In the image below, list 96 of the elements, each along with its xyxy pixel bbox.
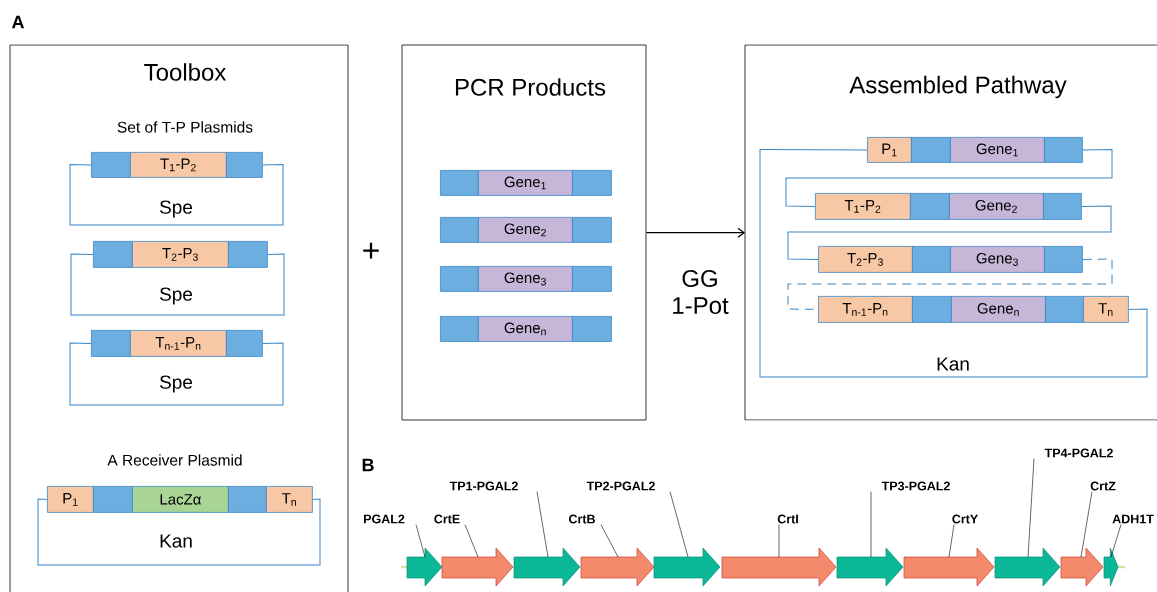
dna-segment [440, 170, 479, 196]
dna-segment [228, 241, 268, 268]
dna-segment: T$_{2}$-P$_{3}$ [132, 241, 229, 268]
dna-segment: Gene$_{n}$ [478, 316, 573, 342]
gene-label: TP1-PGAL2 [449, 481, 518, 491]
dna-segment [911, 137, 951, 163]
leader-line [948, 524, 955, 558]
dna-segment [572, 316, 612, 342]
dna-segment [91, 152, 131, 178]
edge-label: Spe [158, 374, 194, 394]
plasmid-backbone [70, 253, 285, 316]
edge-label: GG 1-Pot [668, 269, 732, 315]
gene-label: TP3-PGAL2 [881, 481, 950, 491]
gene-feature [994, 547, 1061, 587]
gene-feature [903, 547, 995, 587]
dna-segment: Gene$_{3}$ [950, 246, 1045, 273]
leader-line [1110, 524, 1122, 558]
dna-segment [93, 241, 133, 268]
dna-segment: Gene$_{2}$ [478, 217, 573, 243]
gene-feature [441, 547, 514, 587]
dna-segment: Gene$_{2}$ [949, 193, 1044, 220]
panel-letter: B [362, 458, 374, 472]
plasmid-backbone [785, 149, 1113, 207]
dna-segment [93, 486, 133, 513]
gene-label: CrtI [777, 514, 798, 524]
gene-feature [406, 547, 443, 587]
dna-segment: T$_{1}$-P$_{2}$ [130, 152, 227, 178]
dna-segment: T$_{n-1}$-P$_{n}$ [818, 296, 913, 323]
arrow [645, 227, 745, 238]
gene-label: CrtE [434, 514, 460, 524]
panel-letter: A [11, 15, 25, 29]
dna-segment [440, 266, 479, 292]
dna-segment [1044, 137, 1083, 163]
gene-feature [653, 547, 721, 587]
plasmid-backbone [69, 164, 284, 226]
plus-sign: + [363, 242, 379, 259]
dna-segment [1043, 193, 1082, 220]
gene-feature [1103, 547, 1119, 587]
gene-label: ADH1T [1112, 514, 1154, 524]
section-heading: A Receiver Plasmid [107, 454, 242, 466]
dna-segment [226, 330, 263, 357]
plasmid-backbone [37, 498, 321, 566]
gene-label: CrtY [952, 514, 978, 524]
dna-segment [912, 296, 952, 323]
gene-feature [836, 547, 904, 587]
gene-label: TP4-PGAL2 [1044, 448, 1113, 458]
dna-segment: T$_{n-1}$-P$_{n}$ [130, 330, 227, 357]
dna-segment [1045, 296, 1084, 323]
dna-segment [440, 316, 479, 342]
leader-line [415, 524, 426, 558]
dna-segment [572, 266, 612, 292]
dna-segment: P$_{1}$ [867, 137, 912, 163]
dna-segment: Gene$_{n}$ [951, 296, 1046, 323]
dna-segment: T$_{n}$ [1083, 296, 1129, 323]
leader-line [778, 524, 780, 558]
gene-label: CrtB [569, 514, 595, 524]
dna-segment: Gene$_{1}$ [478, 170, 573, 196]
gene-label: TP2-PGAL2 [586, 481, 655, 491]
edge-label: Kan [935, 356, 971, 372]
edge-label: Kan [158, 533, 194, 549]
leader-line [1027, 458, 1035, 558]
gene-label: CrtZ [1090, 481, 1116, 491]
plasmid-backbone [759, 149, 1148, 378]
dna-segment [912, 246, 951, 273]
dna-segment: Gene$_{1}$ [950, 137, 1045, 163]
dna-segment: T$_{n}$ [266, 486, 313, 513]
dna-segment: T$_{1}$-P$_{2}$ [815, 193, 911, 220]
leader-line [600, 524, 619, 558]
dna-segment [910, 193, 950, 220]
dna-segment: LacZα [132, 486, 229, 513]
dna-segment [91, 330, 131, 357]
leader-line [669, 491, 689, 558]
plasmid-backbone [69, 342, 284, 406]
dna-segment [228, 486, 267, 513]
leader-line [870, 491, 872, 558]
dna-segment [572, 170, 612, 196]
plasmid-backbone [787, 205, 1112, 260]
dna-segment [440, 217, 479, 243]
dna-segment [1044, 246, 1083, 273]
section-heading: Set of T-P Plasmids [117, 121, 253, 133]
edge-label: Spe [158, 286, 194, 306]
gene-feature [513, 547, 581, 587]
leader-line [464, 524, 479, 558]
dna-segment: P$_{1}$ [47, 486, 94, 513]
edge-label: Spe [158, 199, 194, 219]
dna-segment [226, 152, 263, 178]
leader-line [1080, 491, 1093, 558]
dna-segment [572, 217, 612, 243]
leader-line [536, 491, 549, 558]
plasmid-backbone [787, 258, 1113, 310]
dna-segment: T$_{2}$-P$_{3}$ [818, 246, 913, 273]
dna-segment: Gene$_{3}$ [478, 266, 573, 292]
gene-feature [721, 547, 837, 587]
gene-feature [1060, 547, 1104, 587]
gene-feature [580, 547, 655, 587]
gene-label: PGAL2 [364, 514, 405, 524]
